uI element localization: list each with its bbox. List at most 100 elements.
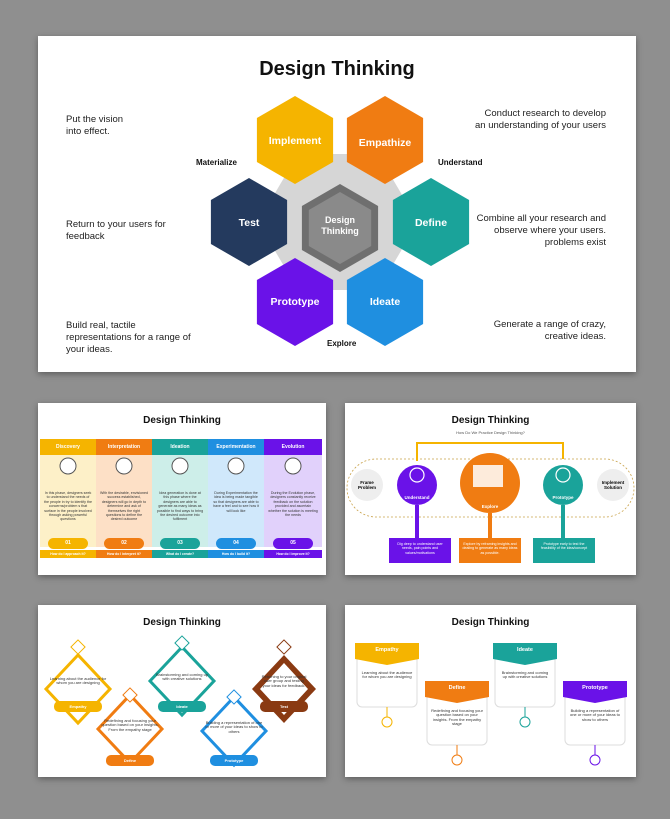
prototype-box [533,538,595,563]
card-label-define: Define [448,685,466,691]
main-slide[interactable]: Design Thinking Implement Empathize Defi… [38,36,636,372]
question-05: How do I improve it? [264,550,322,558]
slide-a-title: Design Thinking [143,415,221,426]
col-text-interpretation: With the desirable, envisioned success e… [100,491,148,522]
question-03: What do I create? [152,550,208,558]
gear-icon [555,467,571,483]
col-text-discovery: In this phase, designers seek to underst… [44,491,92,522]
phase-icons [59,457,302,475]
prototype-hexagon[interactable] [256,258,334,346]
card-text-define: Redefining and focusing your question ba… [431,708,483,727]
head-icon [409,467,425,483]
num-pill-03: 03 [160,538,200,549]
card-text-empathy: Learning about the audience for whom you… [361,670,413,680]
understand-label: Understand [404,495,430,500]
num-pill-05: 05 [273,538,313,549]
explore-label: Explore [481,504,499,509]
card-ideate [493,643,557,728]
slide-d-title: Design Thinking [451,617,530,628]
tag-label-test: Test [280,704,288,709]
understand-circle [397,465,437,505]
empathize-hexagon[interactable] [346,96,424,184]
col-head-ideation: Ideation [152,439,208,455]
empathy-icon [381,716,393,728]
prototype-icon [589,754,601,766]
materialize-label: Materialize [196,158,237,167]
search-icon [59,457,77,475]
ideate-icon [519,716,531,728]
num-pill-01: 01 [48,538,88,549]
col-text-experimentation: During Experimentation the idea is being… [213,491,259,513]
hexagon-diagram: Implement Empathize Define Ideate Protot… [210,96,470,346]
thumbnail-slide-tags[interactable]: Design Thinking Learning about [38,605,326,777]
thumbnail-slide-phases[interactable]: Design Thinking Discovery Interpretation… [38,403,326,575]
card-shapes [355,643,627,766]
col-head-evolution: Evolution [264,439,322,455]
tag-text-ideate: Brainstorming and coming up with creativ… [155,672,209,682]
tag-label-ideate: Ideate [176,704,188,709]
tag-label-prototype: Prototype [224,758,244,763]
col-text-evolution: During the Evolution phase, designers co… [268,491,318,518]
slide-c-title: Design Thinking [143,617,221,628]
tag-shapes [43,635,316,768]
loop-arrow [416,442,564,461]
main-title: Design Thinking [259,58,415,80]
card-label-ideate: Ideate [517,647,533,653]
tag-empathy [43,639,113,726]
note-bottom-right: Generate a range of crazy,creative ideas… [493,319,606,342]
explore-note: Explore by reframing insights and dealin… [462,542,518,555]
document-icon [227,457,245,475]
tag-text-define: Redefining and focusing your question ba… [101,718,159,732]
center-label-1: Design [325,215,355,225]
define-label: Define [415,217,447,229]
card-empathy [355,643,419,728]
tag-text-test: Returning to your original user group an… [261,674,307,688]
explore-label: Explore [327,339,357,348]
implement-label: Implement [269,135,322,147]
question-04: How do I build it? [208,550,264,558]
process-diagram [346,442,635,563]
num-pill-02: 02 [104,538,144,549]
thumbnail-slide-process[interactable]: Design Thinking How Do We Practice Desig… [345,403,636,575]
understand-note: Dig deep to understand user needs, pain … [397,542,443,555]
frame-circle [351,469,383,501]
question-01: How do I approach it? [40,550,96,558]
center-hexagon-inner [308,192,372,264]
brain-icon [115,457,133,475]
card-label-prototype: Prototype [582,685,608,691]
lightbulb-icon [171,457,189,475]
prototype-label: Prototype [552,495,574,500]
test-hexagon[interactable] [210,178,288,266]
understand-label: Understand [438,158,483,167]
tag-test [252,639,316,723]
ideate-hexagon[interactable] [346,258,424,346]
thumbnail-slide-cards[interactable]: Design Thinking Empathy Learning about [345,605,636,777]
explore-box [459,538,521,563]
center-label-2: Thinking [321,226,359,236]
col-head-interpretation: Interpretation [96,439,152,455]
col-text-ideation: Idea generation is done at this phase wh… [156,491,204,522]
define-icon [451,754,463,766]
empathize-label: Empathize [359,137,412,149]
question-02: How do I interpret it? [96,550,152,558]
num-pill-04: 04 [216,538,256,549]
col-head-experimentation: Experimentation [208,439,264,455]
card-text-prototype: Building a representation of one or more… [569,708,621,722]
implement-circle [597,469,629,501]
card-text-ideate: Brainstorming and coming up with creativ… [501,670,549,680]
implement-hexagon[interactable] [256,96,334,184]
tag-text-empathy: Learning about the audience for whom you… [49,676,107,686]
prototype-label: Prototype [270,296,319,308]
tag-label-define: Define [123,758,137,763]
prototype-circle [543,465,583,505]
card-define [425,681,489,766]
chart-icon [284,457,302,475]
define-hexagon[interactable] [392,178,470,266]
tag-prototype [199,689,269,768]
